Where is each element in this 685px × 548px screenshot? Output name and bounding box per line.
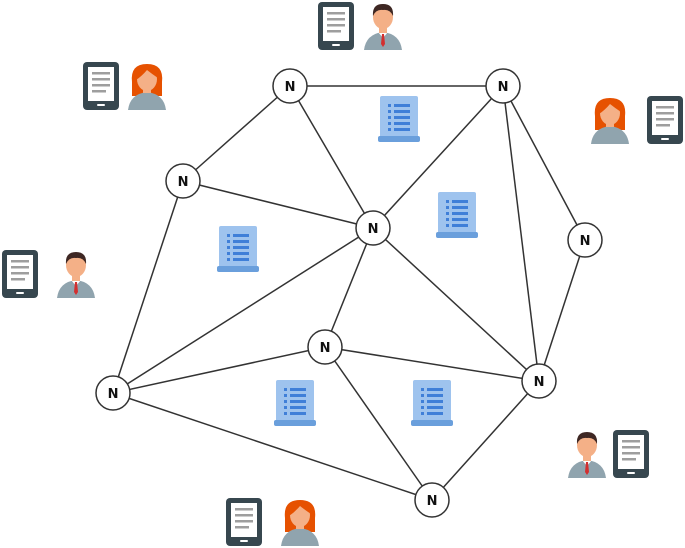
e-reader-device-icon: [318, 2, 354, 50]
svg-text:N: N: [580, 234, 591, 249]
svg-text:N: N: [320, 341, 331, 356]
network-node: N: [307, 329, 343, 365]
network-node: N: [521, 363, 557, 399]
participant-top-left: [83, 62, 166, 110]
network-edge: [112, 346, 326, 394]
man-avatar-icon: [364, 4, 402, 50]
svg-text:N: N: [178, 175, 189, 190]
network-edge: [182, 180, 374, 229]
svg-text:N: N: [108, 387, 119, 402]
svg-text:N: N: [285, 80, 296, 95]
network-edge: [372, 85, 504, 229]
network-node: N: [485, 68, 521, 104]
network-edge: [289, 85, 374, 229]
network-edges: [112, 85, 586, 501]
network-node: N: [165, 163, 201, 199]
network-edge: [324, 227, 374, 348]
participant-top: [318, 2, 402, 50]
network-nodes: N N N N N N N N: [95, 68, 603, 518]
ledger-document-icon: [378, 96, 420, 142]
network-node: N: [414, 482, 450, 518]
network-edge: [372, 227, 540, 382]
participant-left: [2, 250, 95, 298]
ledger-document-icon: [436, 192, 478, 238]
network-edge: [324, 346, 540, 382]
network-edge: [431, 380, 540, 501]
ledger-document-icon: [411, 380, 453, 426]
e-reader-device-icon: [647, 96, 683, 144]
network-node: N: [95, 375, 131, 411]
network-node: N: [272, 68, 308, 104]
network-edge: [538, 239, 586, 382]
e-reader-device-icon: [2, 250, 38, 298]
network-edge: [324, 346, 433, 501]
man-avatar-icon: [57, 252, 95, 298]
ledger-document-icon: [274, 380, 316, 426]
network-edge: [182, 85, 291, 182]
network-edge: [112, 227, 374, 394]
woman-avatar-icon: [128, 64, 166, 110]
network-node: N: [567, 222, 603, 258]
e-reader-device-icon: [83, 62, 119, 110]
network-node: N: [355, 210, 391, 246]
svg-text:N: N: [368, 222, 379, 237]
woman-avatar-icon: [281, 500, 319, 546]
participant-right-lower: [568, 430, 649, 478]
woman-avatar-icon: [591, 98, 629, 144]
svg-text:N: N: [427, 494, 438, 509]
man-avatar-icon: [568, 432, 606, 478]
participant-bottom: [226, 498, 319, 546]
svg-text:N: N: [498, 80, 509, 95]
network-edge: [502, 85, 586, 241]
participant-right-upper: [591, 96, 683, 144]
ledger-document-icon: [217, 226, 259, 272]
e-reader-device-icon: [613, 430, 649, 478]
svg-text:N: N: [534, 375, 545, 390]
network-edge: [502, 85, 540, 382]
network-edge: [112, 180, 184, 394]
network-edge: [112, 392, 433, 501]
e-reader-device-icon: [226, 498, 262, 546]
